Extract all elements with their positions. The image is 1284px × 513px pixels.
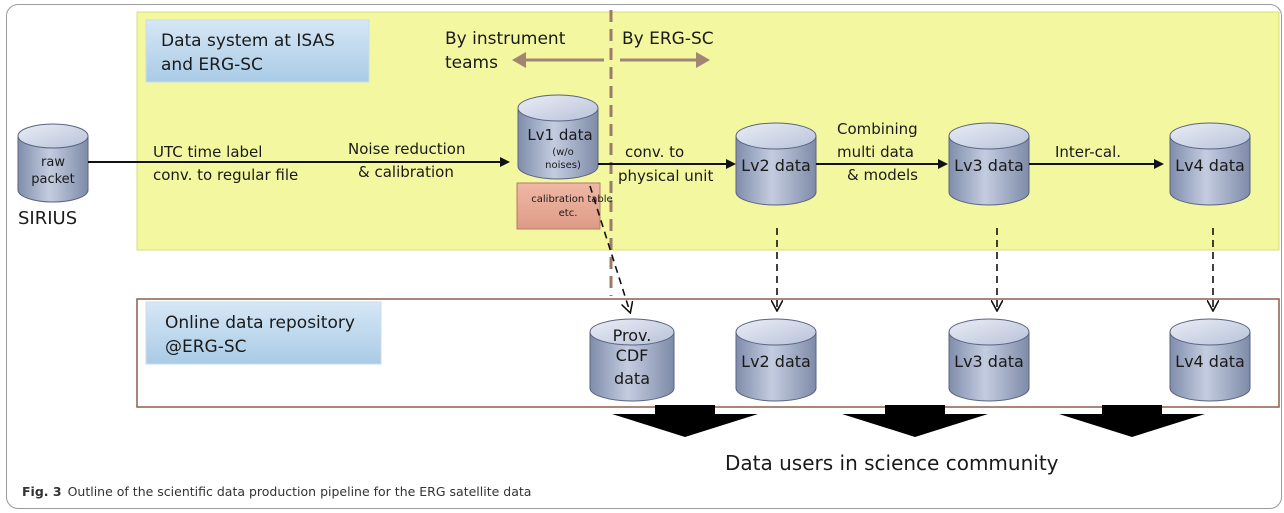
prov-cdf-cylinder: Prov. CDF data	[589, 318, 675, 402]
caption-label: Fig. 3	[22, 484, 62, 499]
lv1-data-cylinder: Lv1 data (w/o noises)	[517, 94, 599, 180]
right-brown-arrow	[620, 52, 710, 68]
lv4-top-label: Lv4 data	[1175, 156, 1245, 175]
step-combine-line1: Combining	[837, 120, 918, 138]
prov-cdf-line2: CDF	[616, 346, 649, 365]
data-users-label: Data users in science community	[725, 451, 1059, 475]
lv1-label: Lv1 data	[527, 126, 592, 144]
big-down-arrow-3	[1059, 405, 1205, 437]
raw-packet-line1: raw	[41, 155, 65, 170]
lv3-top-cylinder: Lv3 data	[948, 122, 1030, 206]
repository-title-line2: @ERG-SC	[165, 337, 247, 357]
step-intercal-label: Inter-cal.	[1055, 143, 1121, 161]
step-utc-line1: UTC time label	[153, 143, 262, 161]
lv2-bottom-label: Lv2 data	[741, 352, 811, 371]
big-down-arrow-2	[842, 405, 988, 437]
prov-cdf-line3: data	[614, 369, 650, 388]
prov-cdf-line1: Prov.	[613, 326, 652, 345]
lv4-top-cylinder: Lv4 data	[1169, 122, 1251, 206]
data-system-title-line2: and ERG-SC	[161, 55, 263, 75]
step-utc-line2: conv. to regular file	[153, 166, 298, 184]
raw-packet-cylinder: raw packet	[17, 123, 89, 203]
repository-title-box: Online data repository @ERG-SC	[145, 301, 382, 365]
step-combine-line2: multi data	[837, 143, 914, 161]
lv1-sub1: (w/o	[552, 147, 574, 158]
figure-caption: Fig. 3 Outline of the scientific data pro…	[22, 484, 531, 499]
lv3-top-label: Lv3 data	[954, 156, 1024, 175]
lv3-bottom-label: Lv3 data	[954, 352, 1024, 371]
calibration-table-box: calibration table etc.	[516, 182, 613, 230]
lv4-bottom-cylinder: Lv4 data	[1169, 318, 1251, 402]
step-combine-line3: & models	[847, 166, 918, 184]
figure-frame	[6, 4, 1282, 509]
left-brown-arrow	[512, 52, 604, 68]
arrow-lv1-to-prov-cdf	[589, 185, 630, 312]
by-instrument-teams-line2: teams	[445, 53, 498, 73]
step-conv-line2: physical unit	[618, 167, 713, 185]
calibration-line2: etc.	[559, 208, 578, 219]
by-erg-sc-label: By ERG-SC	[622, 29, 714, 49]
lv1-sub2: noises)	[545, 160, 581, 171]
data-system-title-box: Data system at ISAS and ERG-SC	[145, 19, 370, 83]
data-system-title-line1: Data system at ISAS	[161, 31, 335, 51]
lv3-bottom-cylinder: Lv3 data	[948, 318, 1030, 402]
repository-title-line1: Online data repository	[165, 313, 355, 333]
step-noise-line1: Noise reduction	[348, 140, 465, 158]
lv2-top-cylinder: Lv2 data	[735, 122, 817, 206]
calibration-line1: calibration table	[531, 194, 612, 205]
by-instrument-teams-line1: By instrument	[445, 29, 566, 49]
step-conv-line1: conv. to	[625, 143, 684, 161]
lv4-bottom-label: Lv4 data	[1175, 352, 1245, 371]
caption-text: Outline of the scientific data productio…	[67, 484, 532, 499]
big-down-arrow-1	[612, 405, 758, 437]
lv2-top-label: Lv2 data	[741, 156, 811, 175]
sirius-label: SIRIUS	[18, 208, 77, 229]
raw-packet-line2: packet	[31, 172, 75, 187]
lv2-bottom-cylinder: Lv2 data	[735, 318, 817, 402]
step-noise-line2: & calibration	[358, 163, 454, 181]
